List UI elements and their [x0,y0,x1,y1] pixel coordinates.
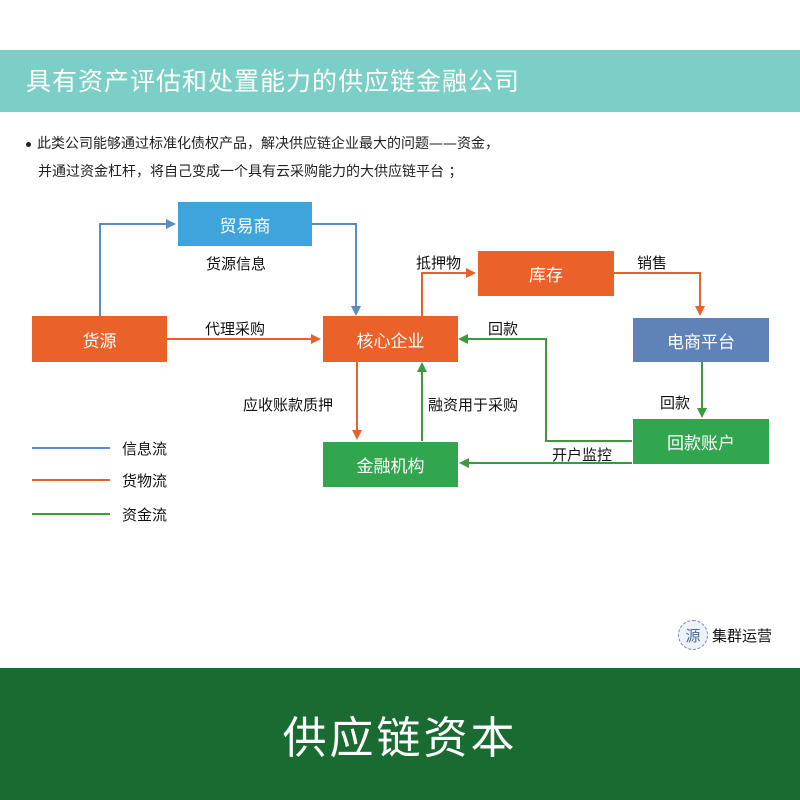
label-receivable-pledge: 应收账款质押 [243,396,334,414]
label-repayment-account: 回款 [660,394,691,412]
legend-funds-flow: 资金流 [122,506,168,524]
node-financial-institution: 金融机构 [323,442,458,487]
logo-seal-icon: 源 [678,620,708,650]
node-trader: 贸易商 [178,202,312,246]
intro-line-2: 并通过资金杠杆，将自己变成一个具有云采购能力的大供应链平台 ； [38,164,463,180]
node-repayment-account: 回款账户 [633,419,769,464]
arrow-trader-to-core [312,223,361,316]
node-inventory: 库存 [478,251,614,296]
intro-text: 此类公司能够通过标准化债权产品，解决供应链企业最大的问题——资金， 并通过资金杠… [26,130,499,186]
label-finance-purchase: 融资用于采购 [428,396,519,414]
arrow-inventory-to-ecommerce [614,272,705,316]
brand-logo: 源 集群运营 [678,620,772,650]
arrow-supply-to-trader [99,219,176,316]
logo-text: 集群运营 [712,626,773,645]
label-agent-purchase: 代理采购 [205,320,266,338]
page-title: 具有资产评估和处置能力的供应链金融公司 [26,67,521,96]
header-band [0,50,800,112]
label-repayment-core: 回款 [488,320,519,338]
label-sales: 销售 [637,254,668,272]
legend-info-flow: 信息流 [122,440,168,458]
legend-goods-flow: 货物流 [122,472,168,490]
node-core-enterprise: 核心企业 [323,316,458,362]
intro-line-1: 此类公司能够通过标准化债权产品，解决供应链企业最大的问题——资金， [26,130,499,158]
node-ecommerce-platform: 电商平台 [633,318,769,362]
arrow-core-to-inventory [421,268,476,316]
label-account-monitor: 开户监控 [552,446,613,464]
label-pledge: 抵押物 [416,254,462,272]
node-supply: 货源 [32,316,167,362]
footer-banner: 供应链资本 [0,668,800,800]
arrow-account-to-core [458,334,632,442]
label-supply-info: 货源信息 [206,255,267,273]
footer-title: 供应链资本 [282,713,518,764]
